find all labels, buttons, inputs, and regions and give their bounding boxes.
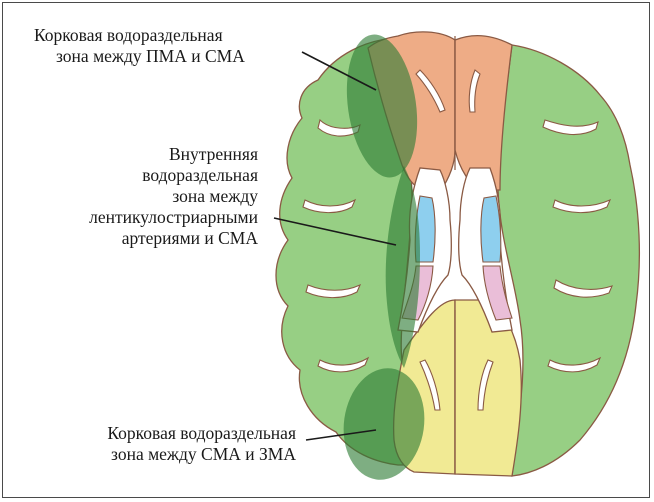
label-cortical-watershed-mca-pca: Корковая водораздельная зона между СМА и… [18,423,296,465]
label-line: зона между СМА и ЗМА [18,444,296,465]
label-line: водораздельная [62,165,258,186]
label-line: Корковая водораздельная [34,25,245,46]
label-cortical-watershed-aca-mca: Корковая водораздельная зона между ПМА и… [34,25,245,67]
label-line: зона между ПМА и СМА [34,46,245,67]
label-line: артериями и СМА [62,228,258,249]
label-internal-watershed: Внутренняя водораздельная зона между лен… [62,144,258,249]
label-line: лентикулостриарными [62,207,258,228]
right-caudate-blue [481,196,501,262]
label-line: Внутренняя [62,144,258,165]
label-line: Корковая водораздельная [18,423,296,444]
label-line: зона между [62,186,258,207]
